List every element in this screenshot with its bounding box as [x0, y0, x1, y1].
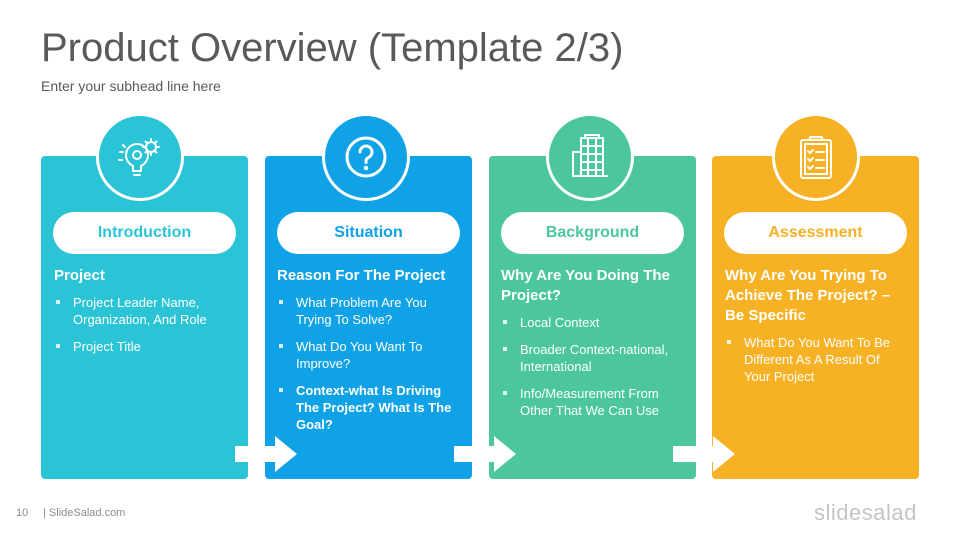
card-heading: Project [54, 267, 105, 284]
list-item: What Problem Are You Trying To Solve? [277, 294, 460, 328]
card-heading: Why Are You Doing The Project? [501, 267, 670, 304]
card-body-introduction: Project Project Leader Name, Organizatio… [54, 266, 237, 365]
brand-logo: slidesalad [814, 500, 917, 525]
slide-subhead: Enter your subhead line here [41, 78, 221, 94]
list-item: Info/Measurement From Other That We Can … [501, 385, 684, 419]
card-label-background: Background [501, 212, 684, 254]
list-item: Context-what Is Driving The Project? Wha… [277, 382, 460, 433]
list-item: Local Context [501, 314, 684, 331]
clipboard-checklist-icon [772, 113, 860, 201]
arrow-right-icon [235, 436, 297, 472]
list-item: Project Leader Name, Organization, And R… [54, 294, 237, 328]
list-item: Broader Context-national, International [501, 341, 684, 375]
card-background [489, 156, 696, 479]
gear-lightbulb-icon [96, 113, 184, 201]
building-icon [546, 113, 634, 201]
list-item: What Do You Want To Improve? [277, 338, 460, 372]
arrow-right-icon [673, 436, 735, 472]
card-label-assessment: Assessment [724, 212, 907, 254]
question-icon [322, 113, 410, 201]
arrow-right-icon [454, 436, 516, 472]
card-label-introduction: Introduction [53, 212, 236, 254]
card-body-background: Why Are You Doing The Project? Local Con… [501, 266, 684, 429]
card-label-situation: Situation [277, 212, 460, 254]
list-item: What Do You Want To Be Different As A Re… [725, 334, 908, 385]
card-assessment [712, 156, 919, 479]
card-heading: Reason For The Project [277, 267, 446, 284]
card-situation [265, 156, 472, 479]
list-item: Project Title [54, 338, 237, 355]
card-introduction [41, 156, 248, 479]
card-heading: Why Are You Trying To Achieve The Projec… [725, 267, 891, 324]
footer-site: | SlideSalad.com [43, 507, 126, 519]
slide-title: Product Overview (Template 2/3) [41, 26, 624, 70]
card-body-situation: Reason For The Project What Problem Are … [277, 266, 460, 443]
page-number: 10 [16, 507, 29, 519]
card-body-assessment: Why Are You Trying To Achieve The Projec… [725, 266, 908, 395]
